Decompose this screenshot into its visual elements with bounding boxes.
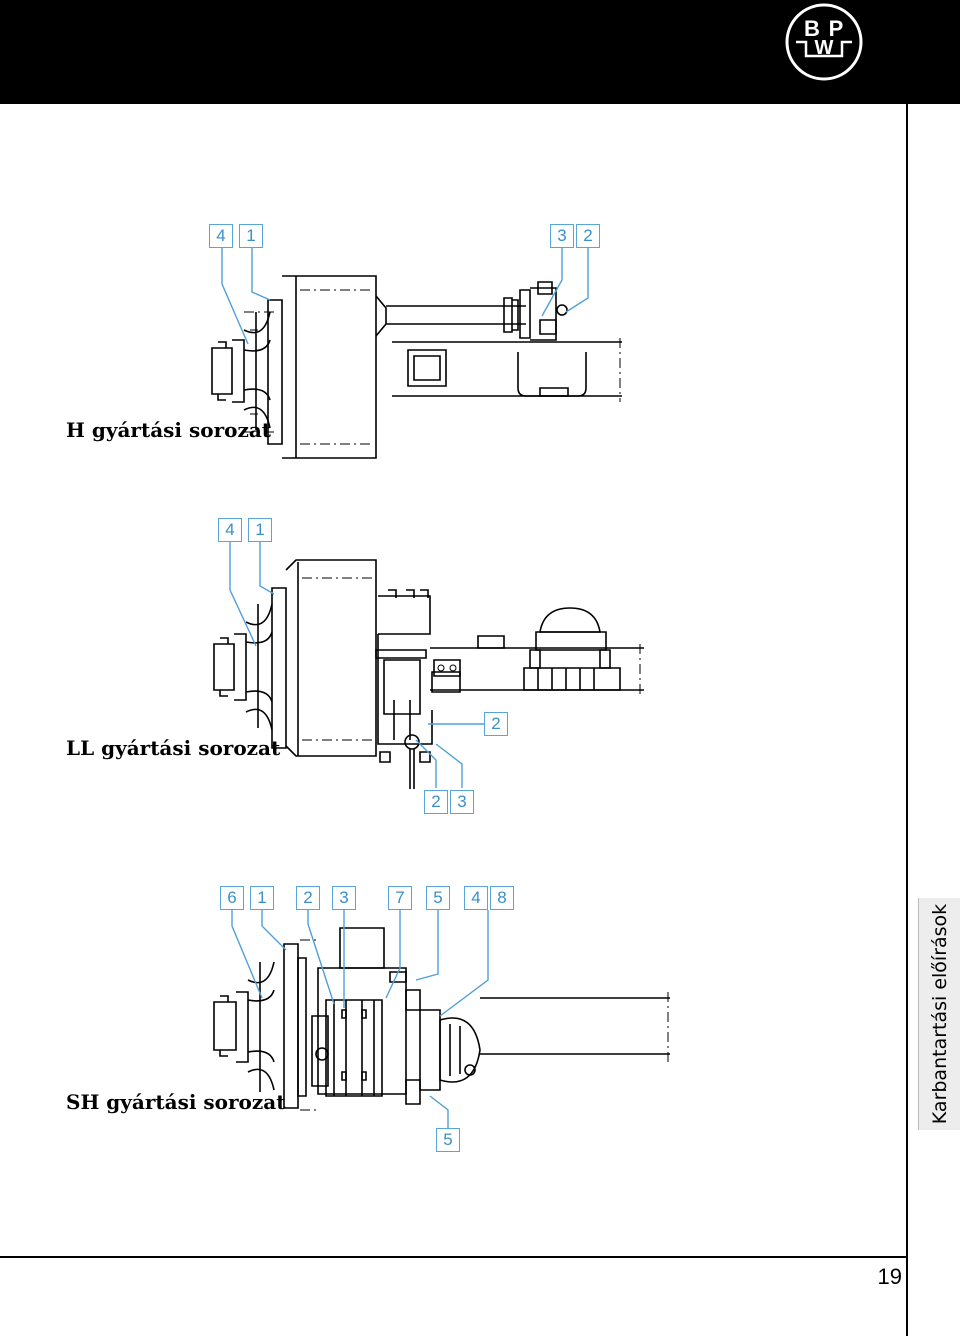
bpw-logo: B P W: [785, 3, 863, 81]
logo-letter-p: P: [829, 16, 844, 41]
right-margin-rule: [906, 104, 908, 1336]
callout-ll-bottom-3: 3: [450, 790, 474, 814]
sh-series-drawing: [213, 927, 670, 1111]
header-bar: B P W: [0, 0, 960, 104]
section-tab: Karbantartási előírások: [918, 898, 960, 1130]
h-series-label: H gyártási sorozat: [66, 418, 272, 442]
callout-sh-7: 7: [388, 886, 412, 910]
callout-sh-6: 6: [220, 886, 244, 910]
callout-ll-1: 1: [248, 518, 272, 542]
callout-ll-4: 4: [218, 518, 242, 542]
callout-sh-4: 4: [464, 886, 488, 910]
callout-sh-1: 1: [250, 886, 274, 910]
callout-sh-bottom-5: 5: [436, 1128, 460, 1152]
callout-sh-2: 2: [296, 886, 320, 910]
callout-h-4: 4: [209, 224, 233, 248]
callout-sh-3: 3: [332, 886, 356, 910]
callout-sh-8: 8: [490, 886, 514, 910]
ll-series-label: LL gyártási sorozat: [66, 736, 281, 760]
logo-letter-b: B: [804, 16, 820, 41]
callout-h-3: 3: [550, 224, 574, 248]
footer-rule: [0, 1256, 908, 1258]
h-series-drawing: [211, 275, 622, 459]
callout-h-2: 2: [576, 224, 600, 248]
callout-ll-side-2: 2: [484, 712, 508, 736]
callout-h-1: 1: [239, 224, 263, 248]
ll-series-drawing: [213, 559, 644, 789]
callout-leaders: [221, 248, 589, 1128]
page-number: 19: [877, 1264, 902, 1289]
sh-series-label: SH gyártási sorozat: [66, 1090, 286, 1114]
logo-letter-w: W: [815, 37, 834, 59]
callout-ll-bottom-2: 2: [424, 790, 448, 814]
callout-sh-5: 5: [426, 886, 450, 910]
